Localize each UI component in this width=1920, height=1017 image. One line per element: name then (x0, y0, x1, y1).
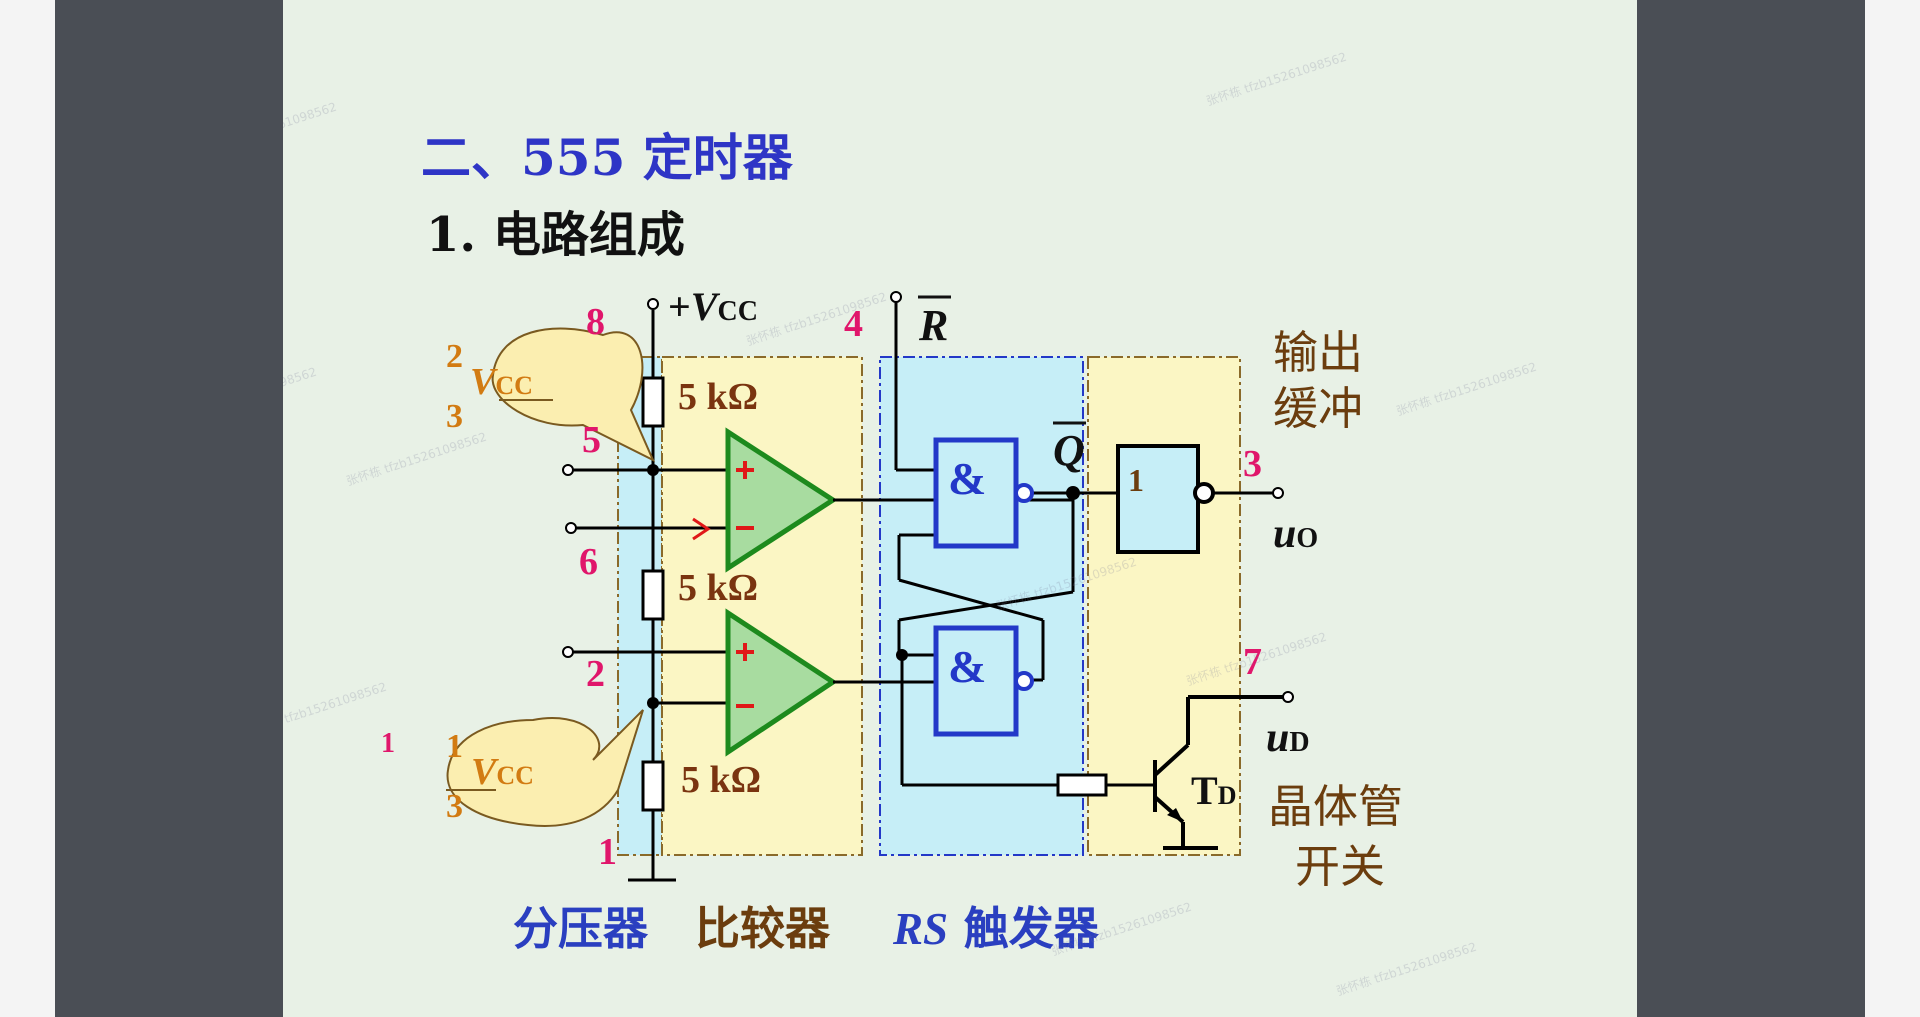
right-dark-panel (1637, 0, 1865, 1017)
left-dark-panel (55, 0, 283, 1017)
nand-upper-bubble (1014, 483, 1034, 503)
callout-top-num: 2 (446, 338, 463, 375)
callout-bottom-vcc: VCC (471, 751, 534, 793)
resistor-middle-label: 5 kΩ (678, 567, 759, 609)
divider-section-label: 分压器 (513, 902, 649, 955)
latch-wiring (833, 302, 1273, 787)
comparator-sign-marks (736, 461, 754, 708)
pin-6-label: 6 (579, 541, 598, 583)
transistor-switch-label-line2: 开关 (1295, 840, 1386, 893)
pin-5-label: 5 (582, 419, 601, 461)
slide-title: 二、555 定时器 (421, 128, 793, 187)
comparator-upper (725, 427, 838, 573)
output-buffer-label-line2: 缓冲 (1273, 382, 1364, 435)
callout-bottom-num: 1 (446, 728, 463, 765)
pin-7-label: 7 (1243, 641, 1262, 683)
nand-lower-bubble (1014, 671, 1034, 691)
nand-upper-symbol: & (948, 453, 987, 504)
pin6-terminal (565, 522, 577, 534)
stray-arrow-mark (692, 517, 711, 541)
stray-mark: 1 (381, 728, 395, 759)
inverter-gate (1116, 444, 1200, 554)
callout-one-third (446, 709, 644, 827)
pin5-terminal (562, 464, 574, 476)
buffer-section (1087, 356, 1241, 856)
transistor-label: TD (1191, 768, 1237, 813)
inverter-bubble (1193, 482, 1215, 504)
vcc-label: +VCC (668, 284, 758, 329)
callout-bottom-den: 3 (446, 788, 463, 825)
pin-8-label: 8 (586, 301, 605, 343)
circuit-diagram (446, 291, 1294, 882)
pin-3-label: 3 (1243, 443, 1262, 485)
callout-top-den: 3 (446, 398, 463, 435)
output-terminal (1272, 487, 1284, 499)
transistor-switch-label-line1: 晶体管 (1268, 780, 1404, 833)
discharge-terminal (1282, 691, 1294, 703)
output-buffer-label-line1: 输出 (1273, 326, 1364, 379)
pin-4-label: 4 (844, 303, 863, 345)
reset-terminal (890, 291, 902, 303)
right-margin (1865, 0, 1920, 1017)
resistor-top (641, 376, 665, 428)
rs-flipflop-section-label: RS 触发器 (893, 902, 1099, 955)
callout-top-vcc: VCC (470, 361, 533, 403)
resistor-bottom (641, 760, 665, 812)
lower-gate-junction (896, 649, 908, 661)
qbar-junction (1066, 486, 1080, 500)
comparator-section (661, 356, 863, 856)
base-resistor (1056, 773, 1108, 797)
reset-label: R (919, 301, 949, 350)
slide-subtitle: 1. 电路组成 (426, 207, 685, 263)
qbar-label: Q (1053, 426, 1085, 475)
pin-2-label: 2 (586, 653, 605, 695)
comparator-section-label: 比较器 (695, 902, 831, 955)
pin-1-label: 1 (598, 831, 617, 873)
discharge-label: uD (1266, 715, 1310, 761)
resistor-middle (641, 569, 665, 621)
vcc-terminal (647, 298, 659, 310)
slide: 二、555 定时器 1. 电路组成 8 4 5 6 2 1 3 7 1 +VCC… (283, 0, 1637, 1017)
pin2-terminal (562, 646, 574, 658)
callout-two-thirds (491, 327, 656, 463)
resistor-top-label: 5 kΩ (678, 376, 759, 418)
inverter-symbol: 1 (1128, 462, 1144, 498)
resistor-bottom-label: 5 kΩ (681, 759, 762, 801)
output-label: uO (1273, 511, 1319, 557)
comparator-lower (725, 608, 838, 757)
left-margin (0, 0, 55, 1017)
nand-lower-symbol: & (948, 641, 987, 692)
emitter-arrow (1167, 808, 1183, 822)
input-wiring (573, 468, 728, 705)
